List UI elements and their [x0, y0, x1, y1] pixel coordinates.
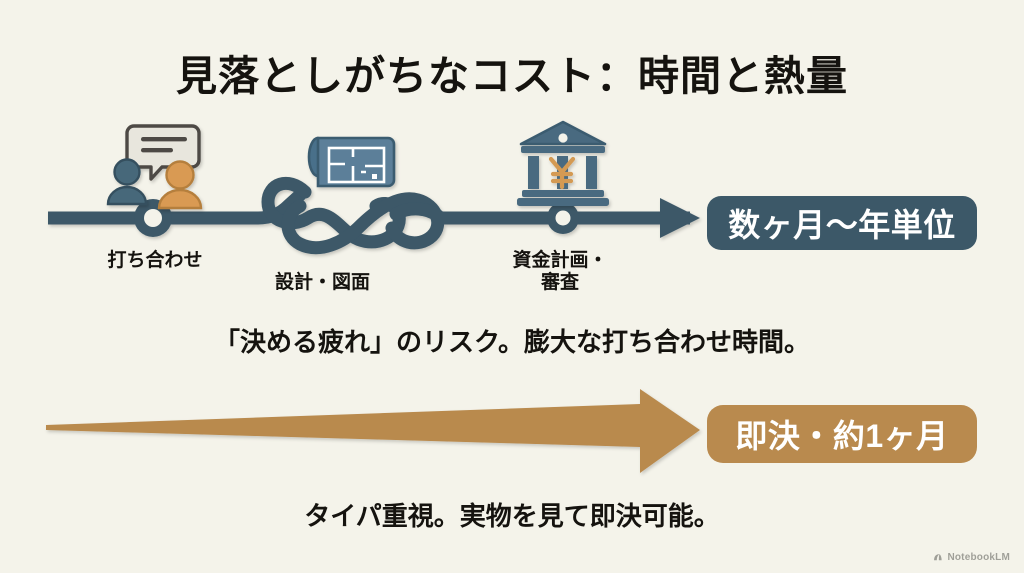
- bottom-timeline-group: [0, 385, 1024, 485]
- timeline-node-label-3: 資金計画・ 審査: [512, 250, 608, 294]
- timeline-node-label-2: 設計・図面: [274, 272, 370, 293]
- bottom-arrow-shape: [46, 389, 700, 473]
- caption-traditional: 「決める疲れ」のリスク。膨大な打ち合わせ時間。: [214, 327, 810, 357]
- watermark: NotebookLM: [932, 552, 1010, 563]
- bottom-arrow-graphic: [46, 389, 700, 473]
- page-title: 見落としがちなコスト：時間と熱量: [176, 53, 848, 99]
- duration-badge-traditional: 数ヶ月〜年単位: [707, 196, 977, 250]
- caption-fast: タイパ重視。実物を見て即決可能。: [304, 501, 720, 531]
- bank-yen-icon: [517, 120, 609, 206]
- blueprint-icon: [307, 136, 396, 188]
- people-chat-icon: [106, 124, 203, 210]
- notebooklm-logo-icon: [934, 554, 943, 561]
- timeline-node-label-1: 打ち合わせ: [107, 250, 203, 271]
- top-timeline-group: 打ち合わせ 設計・図面 資金計画・ 審査: [0, 110, 1024, 300]
- top-timeline-graphic: [48, 120, 700, 255]
- duration-badge-fast: 即決・約1ヶ月: [707, 405, 977, 463]
- timeline-node-marker-2: [547, 202, 579, 234]
- timeline-arrow-head: [660, 198, 700, 238]
- watermark-label: NotebookLM: [947, 552, 1010, 563]
